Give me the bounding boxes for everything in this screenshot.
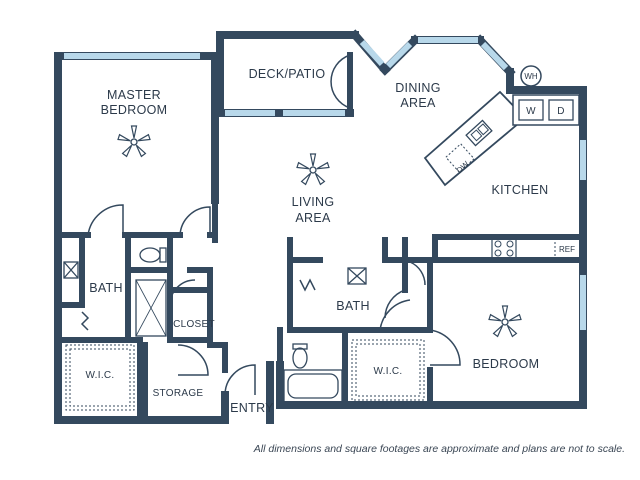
sink-icon <box>465 119 493 147</box>
door-swings <box>80 54 461 396</box>
sink-icon <box>63 261 79 279</box>
water-heater-label: WH <box>524 72 538 81</box>
range-icon <box>494 240 514 257</box>
left-bath-label: BATH <box>89 281 123 295</box>
master-bedroom-label-line2: BEDROOM <box>101 103 168 117</box>
deck-patio-label: DECK/PATIO <box>249 67 326 81</box>
refrigerator-label: REF <box>559 245 575 254</box>
wic-left-label: W.I.C. <box>85 370 114 381</box>
ceiling-fan-icon <box>296 153 330 186</box>
living-area-label-line1: LIVING <box>292 195 335 209</box>
disclaimer-text: All dimensions and square footages are a… <box>253 443 625 455</box>
kitchen-island: DW <box>423 90 527 187</box>
sink-icon <box>347 267 367 285</box>
wic-outlines <box>65 339 425 411</box>
shower-icon <box>135 279 167 337</box>
left-bath-fixtures <box>63 247 167 337</box>
dining-area-label-line2: AREA <box>400 96 436 110</box>
center-bath-fixtures <box>283 267 367 403</box>
kitchen-label: KITCHEN <box>492 183 549 197</box>
closet-label: CLOSET <box>173 319 215 330</box>
entry-label: ENTRY <box>230 401 274 415</box>
center-bath-label: BATH <box>336 299 370 313</box>
dining-area-label-line1: DINING <box>395 81 441 95</box>
toilet-icon <box>292 343 308 369</box>
bedroom-label: BEDROOM <box>473 357 540 371</box>
dryer-label: D <box>557 106 565 117</box>
toilet-icon <box>139 247 167 263</box>
water-heater: WH <box>520 65 542 87</box>
wic-right-label: W.I.C. <box>373 366 402 377</box>
bathtub-icon <box>283 369 343 403</box>
range <box>491 237 517 259</box>
washer-dryer: W D <box>512 94 580 126</box>
refrigerator: REF <box>554 237 581 259</box>
ceiling-fan-icon <box>488 305 522 338</box>
washer-label: W <box>526 106 536 117</box>
master-bedroom-label-line1: MASTER <box>107 88 161 102</box>
living-area-label-line2: AREA <box>295 211 331 225</box>
windows <box>64 37 586 330</box>
storage-label: STORAGE <box>153 388 204 399</box>
interior-walls <box>55 52 586 423</box>
ceiling-fan-icon <box>117 125 151 158</box>
